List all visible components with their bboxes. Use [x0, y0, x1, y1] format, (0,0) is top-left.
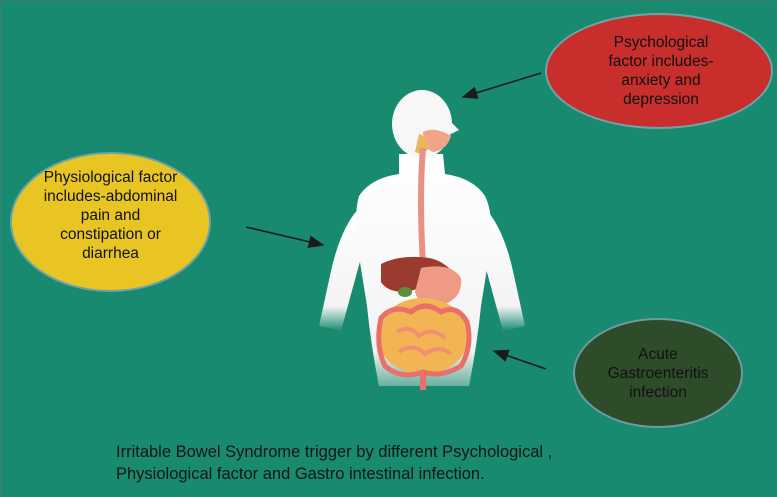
gastro-line-2: Gastroenteritis — [593, 364, 723, 383]
physiological-factor-node: Physiological factor includes-abdominal … — [10, 152, 211, 292]
diagram-caption: Irritable Bowel Syndrome trigger by diff… — [116, 441, 552, 485]
caption-line-2: Physiological factor and Gastro intestin… — [116, 463, 552, 485]
gastro-line-3: infection — [593, 383, 723, 402]
psychological-line-2: factor includes- — [586, 52, 736, 71]
physiological-line-3: pain and — [26, 206, 196, 225]
psychological-line-4: depression — [586, 90, 736, 109]
physiological-line-2: includes-abdominal — [26, 187, 196, 206]
physiological-line-4: constipation or — [26, 225, 196, 244]
caption-line-1: Irritable Bowel Syndrome trigger by diff… — [116, 441, 552, 463]
arrow-gastro — [494, 351, 546, 369]
physiological-line-5: diarrhea — [26, 244, 196, 263]
gastro-line-1: Acute — [593, 345, 723, 364]
arrow-psychological — [463, 73, 541, 97]
physiological-line-1: Physiological factor — [26, 168, 196, 187]
psychological-line-1: Psychological — [586, 33, 736, 52]
arrow-physiological — [246, 227, 323, 245]
gastroenteritis-node: Acute Gastroenteritis infection — [573, 318, 743, 428]
psychological-factor-node: Psychological factor includes- anxiety a… — [545, 13, 773, 129]
psychological-line-3: anxiety and — [586, 71, 736, 90]
